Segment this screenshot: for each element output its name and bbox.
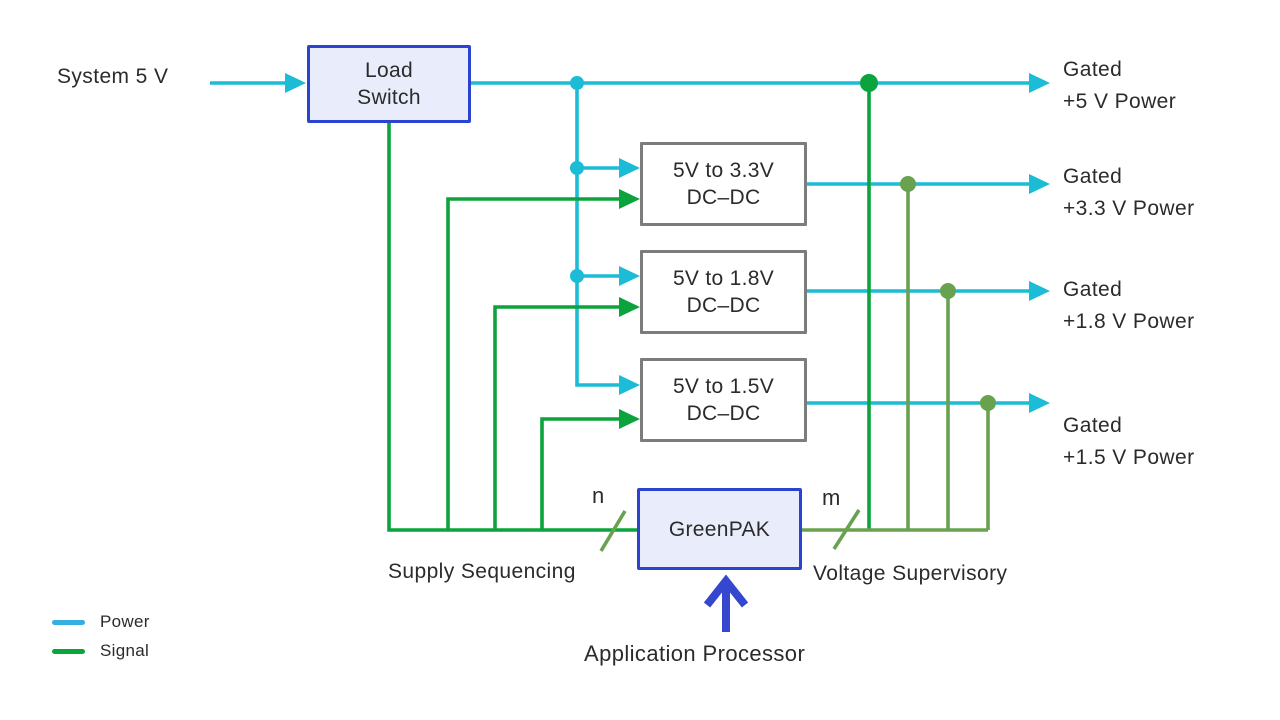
n-bus-slash [599, 510, 627, 552]
supervisory-junction-dots [900, 176, 996, 411]
legend-power-swatch [52, 620, 85, 625]
output-1v5-line2: +1.5 V Power [1063, 446, 1195, 469]
power-junction-dots [570, 76, 584, 283]
dcdc-1v8-label-line1: 5V to 1.8V [672, 267, 775, 290]
application-processor-arrow [703, 574, 749, 632]
load-switch-label-line2: Switch [357, 86, 421, 109]
m-bus-slash [832, 509, 861, 550]
output-1v5-label: Gated +1.5 V Power [1063, 410, 1194, 474]
load-switch-block: Load Switch [307, 45, 471, 123]
legend-signal-label: Signal [100, 641, 150, 660]
output-3v3-line1: Gated [1063, 165, 1123, 188]
greenpak-label: GreenPAK [668, 517, 771, 541]
supply-sequencing-label: Supply Sequencing [388, 560, 576, 583]
voltage-supervisory-label: Voltage Supervisory [813, 562, 1008, 585]
n-bus-label: n [592, 483, 605, 508]
dcdc-3v3-label-line1: 5V to 3.3V [672, 159, 775, 182]
dcdc-1v5-label-line1: 5V to 1.5V [672, 375, 775, 398]
output-1v5-line1: Gated [1063, 414, 1123, 437]
signal-lines [387, 83, 871, 532]
output-3v3-line2: +3.3 V Power [1063, 197, 1195, 220]
legend-power-label: Power [100, 612, 150, 631]
bus-slash-marks [599, 509, 861, 552]
output-1v8-line1: Gated [1063, 278, 1123, 301]
dcdc-1v8-block: 5V to 1.8V DC–DC [640, 250, 807, 334]
output-1v8-line2: +1.8 V Power [1063, 310, 1195, 333]
load-switch-label-line1: Load [365, 59, 413, 82]
dcdc-1v5-label-line2: DC–DC [686, 402, 761, 425]
application-processor-label: Application Processor [584, 641, 806, 666]
m-bus-label: m [822, 485, 841, 510]
output-5v-line2: +5 V Power [1063, 90, 1177, 113]
supervisory-lines [802, 184, 990, 532]
dcdc-1v5-block: 5V to 1.5V DC–DC [640, 358, 807, 442]
dcdc-3v3-label-line2: DC–DC [686, 186, 761, 209]
output-5v-line1: Gated [1063, 58, 1123, 81]
power-arrowheads [285, 73, 1050, 413]
dcdc-1v8-label-line2: DC–DC [686, 294, 761, 317]
legend-signal-swatch [52, 649, 85, 654]
signal-junction-dots [860, 74, 878, 92]
power-lines [210, 81, 1031, 405]
greenpak-block: GreenPAK [637, 488, 802, 570]
system-5v-label: System 5 V [57, 65, 169, 88]
dcdc-3v3-block: 5V to 3.3V DC–DC [640, 142, 807, 226]
signal-arrowheads [619, 189, 640, 429]
output-3v3-label: Gated +3.3 V Power [1063, 161, 1194, 225]
output-5v-label: Gated +5 V Power [1063, 54, 1176, 118]
output-1v8-label: Gated +1.8 V Power [1063, 274, 1194, 338]
